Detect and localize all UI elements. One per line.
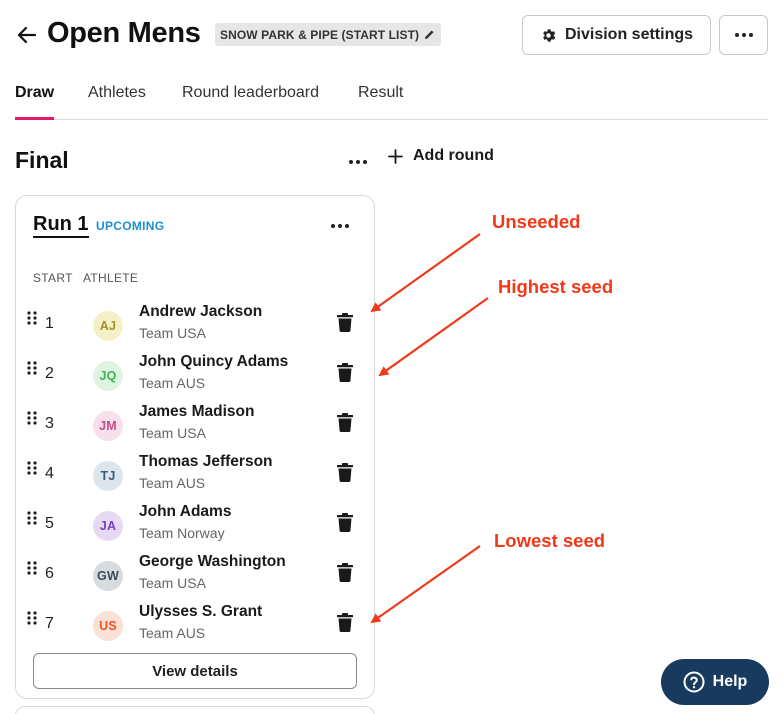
athlete-name: Andrew Jackson [139, 303, 263, 320]
annotation-lowest-seed: Lowest seed [494, 530, 606, 551]
athlete-name: John Quincy Adams [139, 353, 289, 370]
avatar-initials: TJ [100, 469, 116, 483]
division-settings-button[interactable]: Division settings [522, 15, 711, 55]
avatar-initials: JM [99, 419, 117, 433]
avatar: US [93, 611, 123, 641]
plus-icon [388, 148, 403, 164]
athlete-name: John Adams [139, 503, 232, 520]
drag-handle-icon[interactable] [27, 311, 37, 325]
more-horizontal-icon [331, 224, 349, 228]
column-header-start: START [33, 271, 73, 285]
avatar-initials: JQ [99, 369, 117, 383]
event-badge-label: SNOW PARK & PIPE (START LIST) [220, 27, 420, 42]
pencil-icon [425, 30, 434, 40]
athlete-name: Ulysses S. Grant [139, 603, 263, 620]
drag-handle-icon[interactable] [27, 561, 37, 575]
view-details-button[interactable]: View details [33, 653, 357, 689]
athlete-team: Team AUS [139, 475, 206, 491]
athlete-team: Team AUS [139, 375, 206, 391]
round-title: Final [15, 147, 69, 173]
avatar-initials: GW [97, 569, 119, 583]
start-number: 4 [45, 465, 54, 482]
start-number: 3 [45, 415, 54, 432]
athlete-name: Thomas Jefferson [139, 453, 273, 470]
help-label: Help [712, 673, 748, 690]
arrow-lowest-seed [370, 545, 481, 624]
round-more-button[interactable] [346, 152, 370, 172]
athlete-name: James Madison [139, 403, 255, 420]
trash-icon[interactable] [337, 313, 353, 332]
run-card: Run 1 UPCOMING START ATHLETE 1 AJ Andrew J… [15, 195, 375, 699]
start-number: 1 [45, 315, 54, 332]
avatar: AJ [93, 311, 123, 341]
arrow-unseeded [370, 233, 481, 313]
tab-result[interactable]: Result [358, 84, 404, 101]
tab-athletes[interactable]: Athletes [88, 84, 146, 101]
avatar-initials: AJ [99, 319, 117, 333]
drag-handle-icon[interactable] [27, 461, 37, 475]
run-status-badge: UPCOMING [96, 219, 165, 233]
trash-icon[interactable] [337, 563, 353, 582]
athlete-name: George Washington [139, 553, 286, 570]
drag-handle-icon[interactable] [27, 361, 37, 375]
tab-round-leaderboard[interactable]: Round leaderboard [182, 84, 319, 101]
arrow-highest-seed [378, 297, 489, 377]
avatar: TJ [93, 461, 123, 491]
add-round-button[interactable]: Add round [388, 147, 494, 165]
annotation-highest-seed: Highest seed [498, 276, 614, 297]
drag-handle-icon[interactable] [27, 411, 37, 425]
back-arrow-icon[interactable] [15, 23, 39, 47]
annotation-unseeded: Unseeded [492, 211, 581, 232]
start-number: 7 [45, 615, 54, 632]
more-options-button[interactable] [719, 15, 768, 55]
avatar: JM [93, 411, 123, 441]
tab-draw[interactable]: Draw [15, 84, 55, 120]
more-horizontal-icon [734, 33, 753, 37]
tab-bar: Draw Athletes Round leaderboard Result [15, 84, 768, 120]
start-number: 6 [45, 565, 54, 582]
athlete-team: Team AUS [139, 625, 206, 641]
page-title: Open Mens [47, 17, 201, 49]
start-number: 5 [45, 515, 54, 532]
drag-handle-icon[interactable] [27, 611, 37, 625]
page-header: Open Mens SNOW PARK & PIPE (START LIST) … [15, 15, 768, 55]
athlete-team: Team USA [139, 325, 206, 341]
athlete-team: Team Norway [139, 525, 225, 541]
start-number: 2 [45, 365, 54, 382]
add-round-label: Add round [413, 147, 494, 164]
run-title[interactable]: Run 1 [33, 212, 89, 238]
trash-icon[interactable] [337, 463, 353, 482]
event-badge[interactable]: SNOW PARK & PIPE (START LIST) [215, 23, 442, 46]
gear-icon [543, 28, 556, 42]
avatar-initials: US [99, 619, 117, 633]
run-more-button[interactable] [328, 216, 352, 236]
help-button[interactable]: Help [661, 659, 769, 705]
avatar-initials: JA [99, 519, 117, 533]
avatar: GW [93, 561, 123, 591]
trash-icon[interactable] [337, 613, 353, 632]
avatar: JQ [93, 361, 123, 391]
more-horizontal-icon [349, 160, 367, 164]
trash-icon[interactable] [337, 513, 353, 532]
question-circle-icon [683, 671, 705, 693]
trash-icon[interactable] [337, 413, 353, 432]
column-header-athlete: ATHLETE [83, 271, 139, 285]
avatar: JA [93, 511, 123, 541]
trash-icon[interactable] [337, 363, 353, 382]
athlete-team: Team USA [139, 575, 206, 591]
next-run-card [15, 706, 375, 714]
drag-handle-icon[interactable] [27, 511, 37, 525]
athlete-team: Team USA [139, 425, 206, 441]
division-settings-label: Division settings [564, 26, 694, 43]
